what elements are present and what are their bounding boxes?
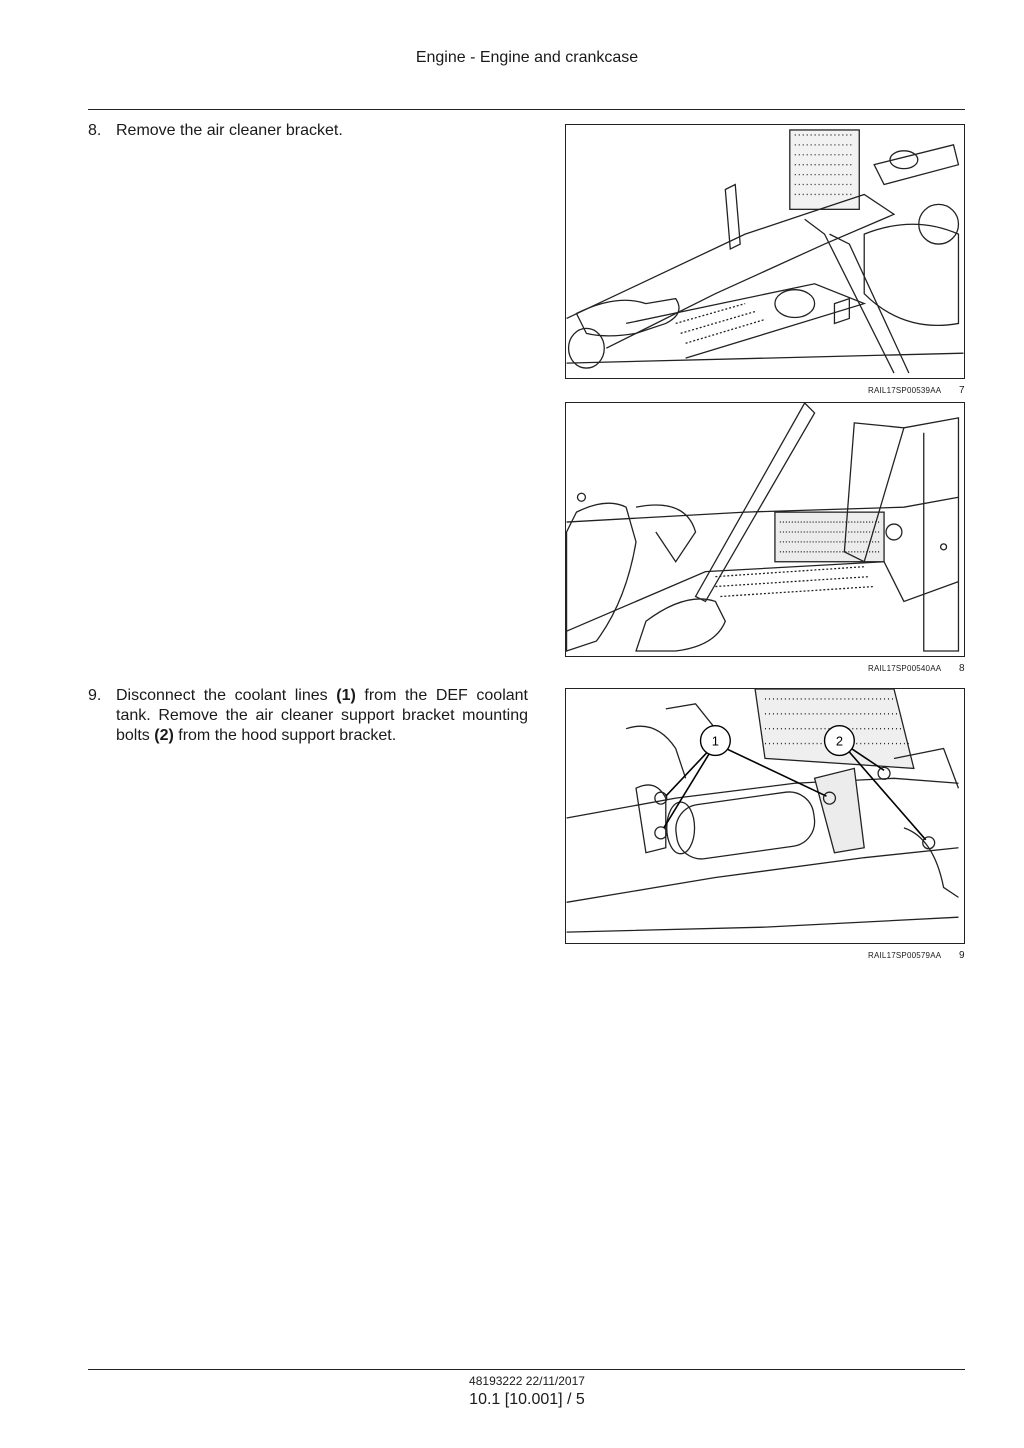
footer-page-number: 10.1 [10.001] / 5: [469, 1391, 585, 1408]
callout-1-label: 1: [712, 734, 719, 749]
figure-code: RAIL17SP00579AA: [868, 951, 942, 960]
figure-7-illustration: [566, 129, 964, 374]
figure-air-cleaner-bracket: [565, 124, 965, 379]
figure-code: RAIL17SP00539AA: [868, 386, 942, 395]
step-number: 9.: [88, 687, 102, 704]
figure-number: 8: [959, 663, 965, 674]
figure-bracket-removal: [565, 402, 965, 657]
callout-1: [699, 725, 731, 757]
callout-2-label: 2: [836, 734, 843, 749]
page-header-title: Engine - Engine and crankcase: [415, 49, 639, 66]
footer-divider: [88, 1369, 965, 1370]
header-divider: [88, 109, 965, 110]
figure-number: 7: [959, 385, 965, 396]
callout-2: [823, 725, 855, 757]
figure-code: RAIL17SP00540AA: [868, 664, 942, 673]
figure-9-illustration: 1 2: [566, 689, 960, 933]
figure-coolant-lines: 1 2: [565, 688, 965, 944]
step-text: Disconnect the coolant lines (1) from th…: [116, 687, 528, 744]
footer-document-id: 48193222 22/11/2017: [469, 1374, 585, 1388]
figure-8-illustration: [566, 403, 960, 652]
step-text: Remove the air cleaner bracket.: [116, 122, 343, 139]
step-number: 8.: [88, 122, 102, 139]
figure-number: 9: [959, 950, 965, 961]
